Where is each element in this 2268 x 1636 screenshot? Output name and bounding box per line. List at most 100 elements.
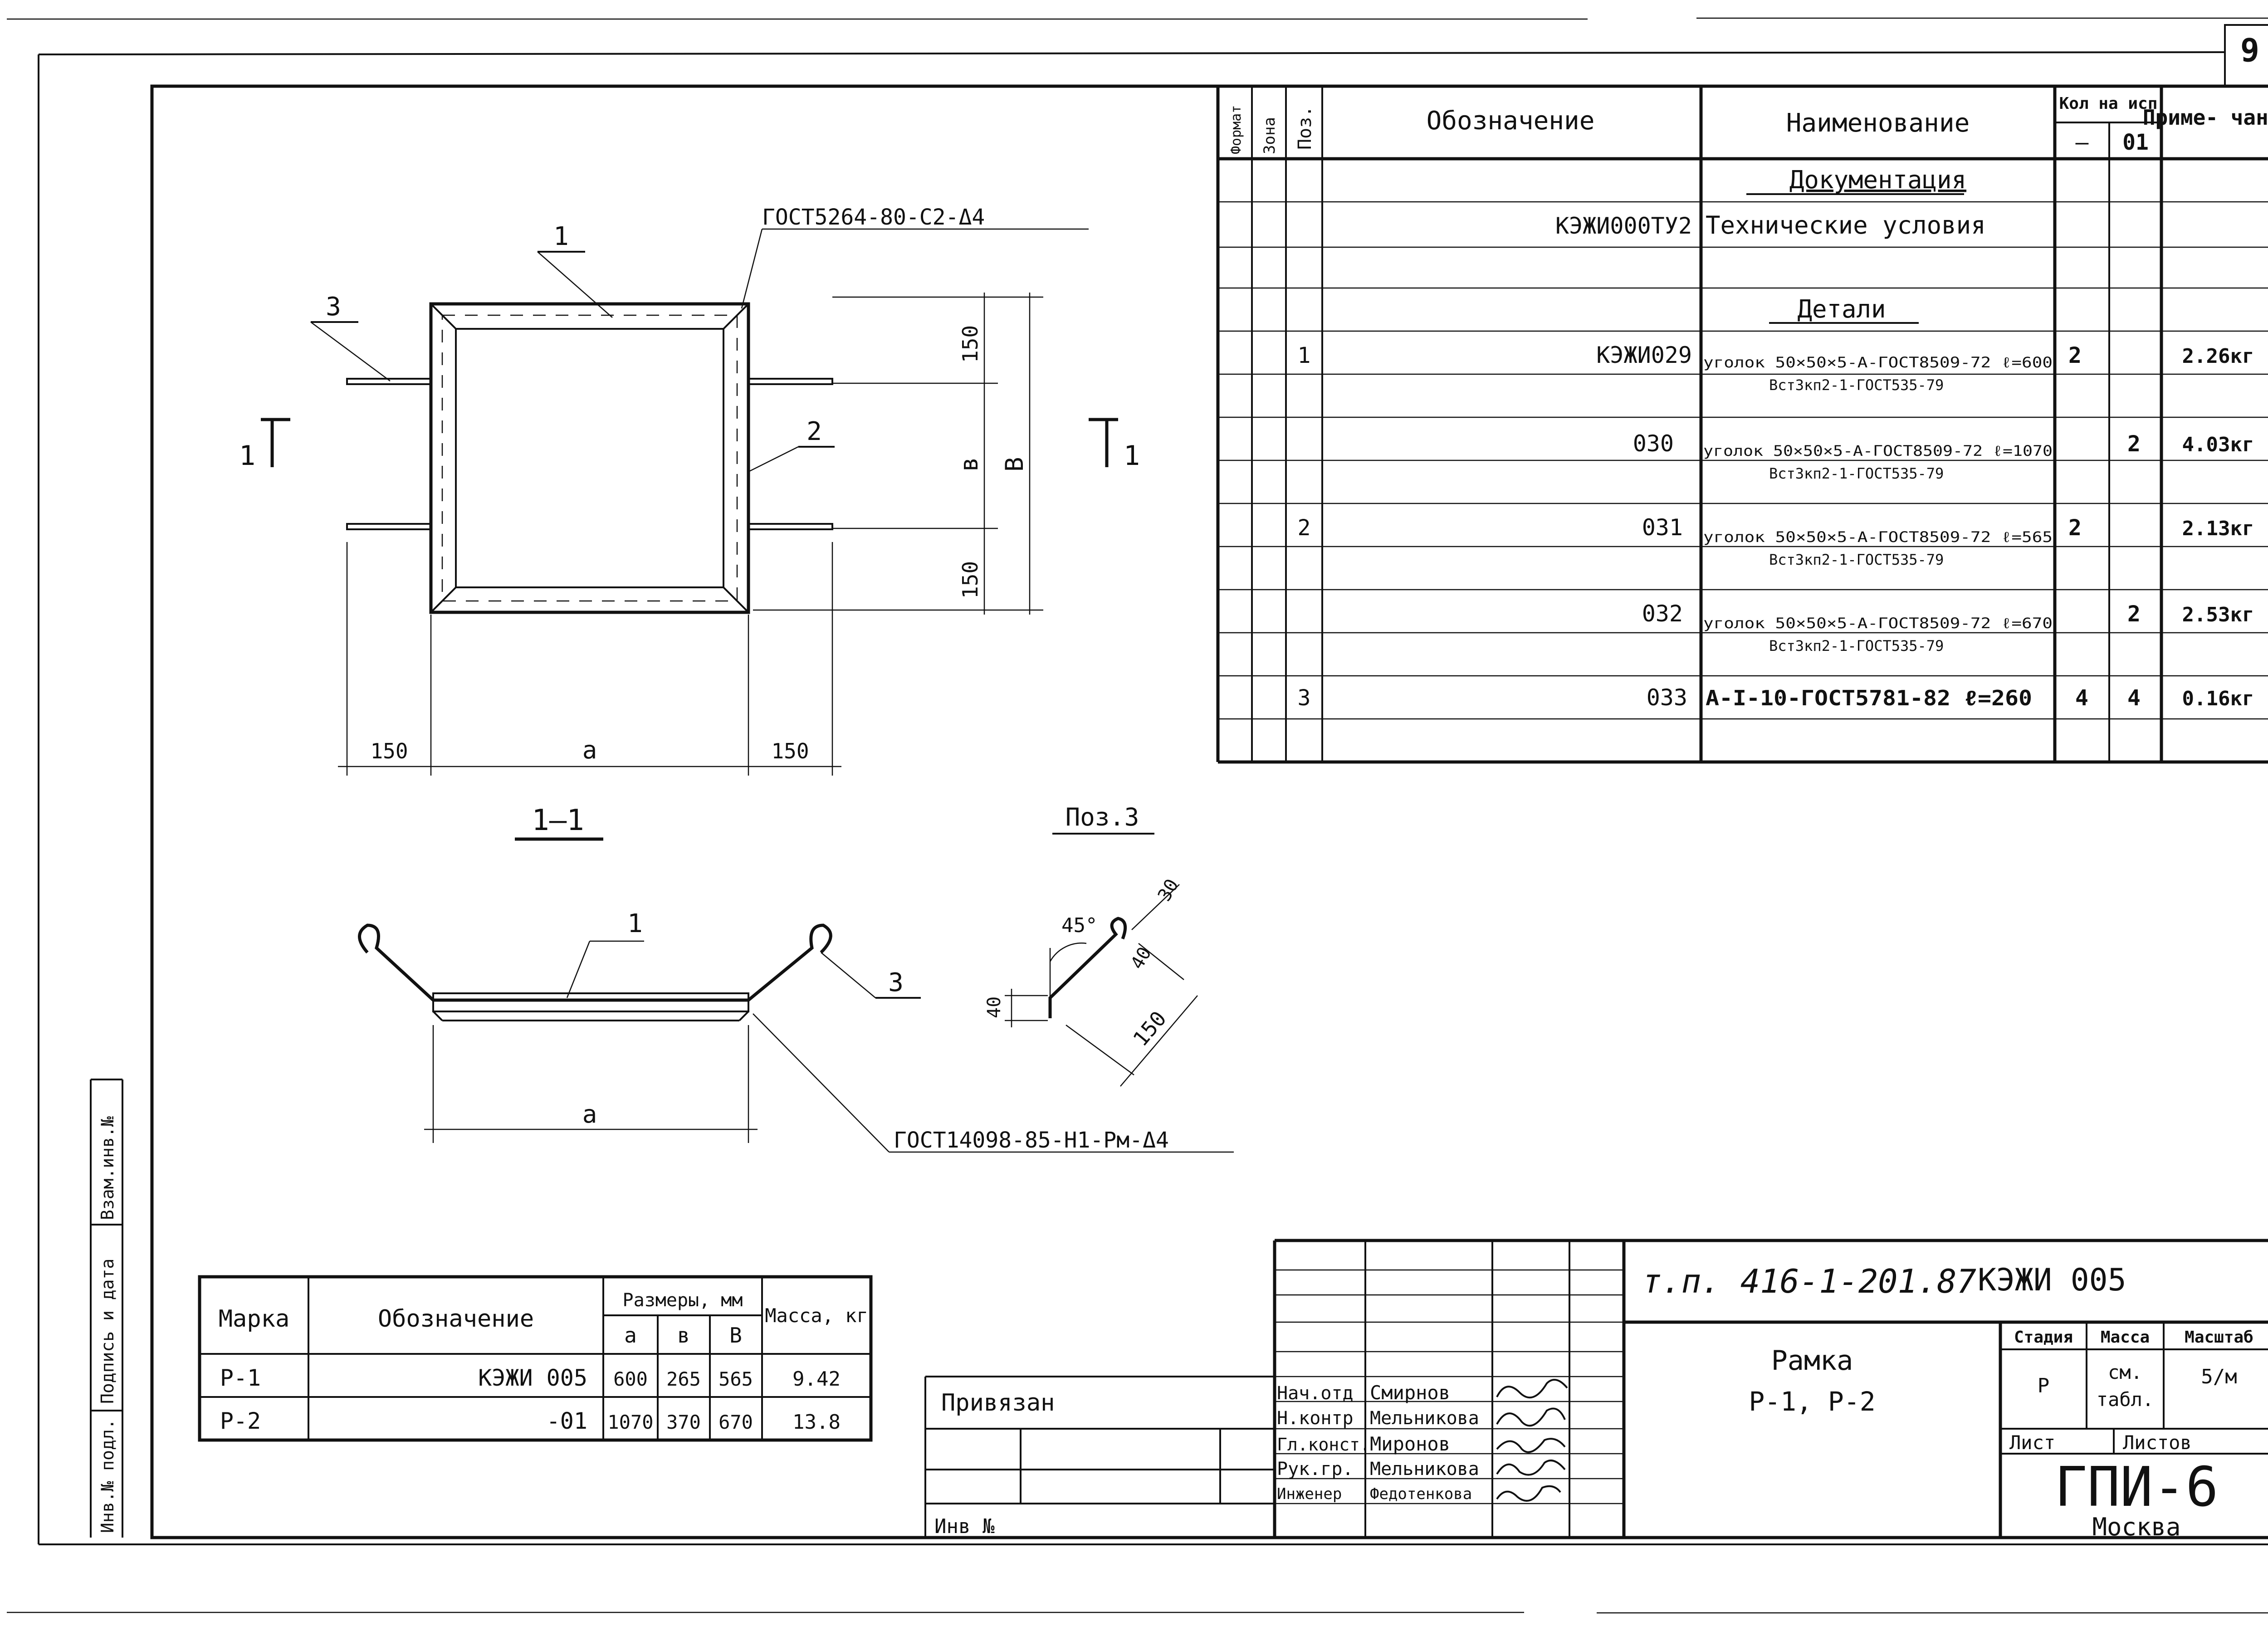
spec-row-2-name: Технические условия	[1706, 211, 1986, 239]
person-1: Смирнов	[1370, 1382, 1450, 1404]
marks-row-2-a: 1070	[607, 1411, 653, 1433]
spec-row-7-note: 2.53кг	[2182, 603, 2254, 626]
person-2: Мельникова	[1370, 1408, 1479, 1429]
spec-header-name: Наименование	[1786, 108, 1970, 138]
sheet-header: Лист	[2009, 1431, 2055, 1454]
spec-row-5-designation: 030	[1633, 430, 1674, 457]
pos3-dim-150: 150	[1128, 1006, 1171, 1051]
spec-header-qty: Кол на исп	[2059, 94, 2158, 113]
marks-row-1-mass: 9.42	[792, 1367, 841, 1391]
marks-header-a: а	[624, 1323, 637, 1348]
signatures	[1496, 1379, 1568, 1502]
spec-row-7-name: уголок 50×50×5-А-ГОСТ8509-72 ℓ=670	[1703, 615, 2053, 632]
marks-row-2-B: 670	[719, 1411, 753, 1433]
title-block-grid	[1273, 1239, 2268, 1538]
marks-header-b: в	[677, 1323, 690, 1348]
spec-header-note: Приме- чание	[2143, 105, 2268, 130]
callout-3-section: 3	[888, 968, 904, 997]
pos3-dim-40-right: 40	[1127, 943, 1156, 973]
marks-row-1-mark: Р-1	[220, 1365, 261, 1391]
spec-header-zone: Зона	[1261, 117, 1279, 154]
spec-row-4-pos: 1	[1298, 343, 1311, 368]
spec-row-2-designation: КЭЖИ000ТУ2	[1555, 213, 1692, 239]
spec-row-4-q1: 2	[2068, 343, 2082, 368]
binding-label: Привязан	[941, 1389, 1055, 1416]
binding-block-grid	[924, 1376, 1275, 1538]
marks-header-mass: Масса, кг	[765, 1304, 868, 1327]
frame-plan-view	[261, 228, 1118, 776]
spec-row-6-name: уголок 50×50×5-А-ГОСТ8509-72 ℓ=565	[1703, 528, 2053, 546]
callout-2-plan: 2	[807, 417, 822, 446]
weld-spec-bottom: ГОСТ14098-85-Н1-Рм-Δ4	[894, 1128, 1169, 1153]
spec-header-pos: Поз.	[1295, 106, 1315, 150]
spec-row-6-designation: 031	[1642, 514, 1683, 541]
marks-row-2-mass: 13.8	[792, 1411, 841, 1434]
callout-1-plan: 1	[553, 222, 569, 251]
person-4: Мельникова	[1370, 1459, 1479, 1480]
spec-row-4-designation: КЭЖИ029	[1596, 342, 1692, 368]
doc-code: т.п. 416-1-201.87	[1642, 1262, 1976, 1300]
callout-3-plan: 3	[326, 292, 341, 322]
role-3: Гл.конст.	[1277, 1435, 1370, 1455]
spec-row-8-note: 0.16кг	[2182, 687, 2254, 710]
dim-B: В	[1000, 457, 1029, 472]
person-3: Миронов	[1370, 1433, 1450, 1455]
weld-spec-top: ГОСТ5264-80-С2-Δ4	[762, 205, 985, 230]
dim-150-right: 150	[771, 739, 809, 763]
scale-value: 5/м	[2201, 1365, 2237, 1388]
marks-row-1-a: 600	[613, 1368, 648, 1390]
spec-row-6-pos: 2	[1298, 515, 1311, 541]
dim-a-plan: а	[582, 736, 597, 764]
marks-header-B: В	[729, 1323, 742, 1348]
marks-table-grid	[198, 1275, 873, 1442]
role-4: Рук.гр.	[1277, 1459, 1354, 1480]
spec-row-8-q2: 4	[2127, 685, 2141, 711]
spec-row-8-pos: 3	[1298, 685, 1311, 711]
marks-row-2-designation: -01	[547, 1408, 587, 1434]
org-city: Москва	[2092, 1513, 2180, 1541]
dim-150-top: 150	[958, 325, 982, 363]
spec-row-5-note: 4.03кг	[2182, 433, 2254, 456]
spec-row-4-name: уголок 50×50×5-А-ГОСТ8509-72 ℓ=600	[1703, 354, 2053, 371]
spec-section-documentation: Документация	[1789, 166, 1966, 194]
spec-row-8-designation: 033	[1647, 684, 1687, 711]
spec-row-7-q2: 2	[2127, 601, 2141, 627]
role-5: Инженер	[1277, 1485, 1342, 1503]
scale-header: Масштаб	[2185, 1328, 2253, 1347]
mass-value-2: табл.	[2097, 1388, 2154, 1411]
strip-vzam-inv: Взам.инв.№	[98, 1116, 117, 1220]
marks-row-2-b: 370	[666, 1411, 701, 1433]
spec-row-4-name2: Вст3кп2-1-ГОСТ535-79	[1769, 376, 1944, 394]
doc-suffix: КЭЖИ 005	[1978, 1262, 2126, 1298]
sheets-header: Листов	[2123, 1431, 2192, 1454]
pos3-detail	[1005, 884, 1198, 1087]
marks-row-1-b: 265	[666, 1368, 701, 1390]
strip-signature-date: Подпись и дата	[98, 1259, 117, 1404]
marks-header-designation: Обозначение	[378, 1305, 534, 1333]
spec-row-4-note: 2.26кг	[2182, 345, 2254, 368]
spec-header-format: Формат	[1228, 105, 1244, 154]
marks-header-sizes: Размеры, мм	[623, 1290, 743, 1311]
dim-b-small: в	[955, 457, 983, 472]
org-name: ГПИ-6	[2054, 1456, 2218, 1519]
pos3-angle: 45°	[1061, 914, 1097, 937]
drawing-title: Рамка	[1771, 1345, 1853, 1377]
marks-header-mark: Марка	[219, 1305, 290, 1333]
drawing-subtitle: Р-1, Р-2	[1749, 1386, 1875, 1417]
spec-grid	[1216, 86, 2268, 764]
spec-row-8-q1: 4	[2075, 685, 2088, 711]
section-mark-left: 1	[239, 440, 255, 472]
dim-150-bottom: 150	[958, 561, 982, 599]
role-2: Н.контр	[1277, 1408, 1354, 1429]
inv-label: Инв №	[934, 1515, 995, 1538]
stage-value: Р	[2038, 1374, 2050, 1397]
spec-row-7-name2: Вст3кп2-1-ГОСТ535-79	[1769, 637, 1944, 654]
spec-row-7-designation: 032	[1642, 601, 1683, 627]
spec-header-qty-2: 01	[2122, 130, 2149, 155]
callout-1-section: 1	[627, 909, 643, 938]
dim-a-section: а	[582, 1100, 597, 1128]
pos3-dim-30: 30	[1154, 875, 1183, 905]
sheet-number: 9	[2240, 32, 2259, 69]
spec-row-5-name: уголок 50×50×5-А-ГОСТ8509-72 ℓ=1070	[1703, 442, 2053, 459]
